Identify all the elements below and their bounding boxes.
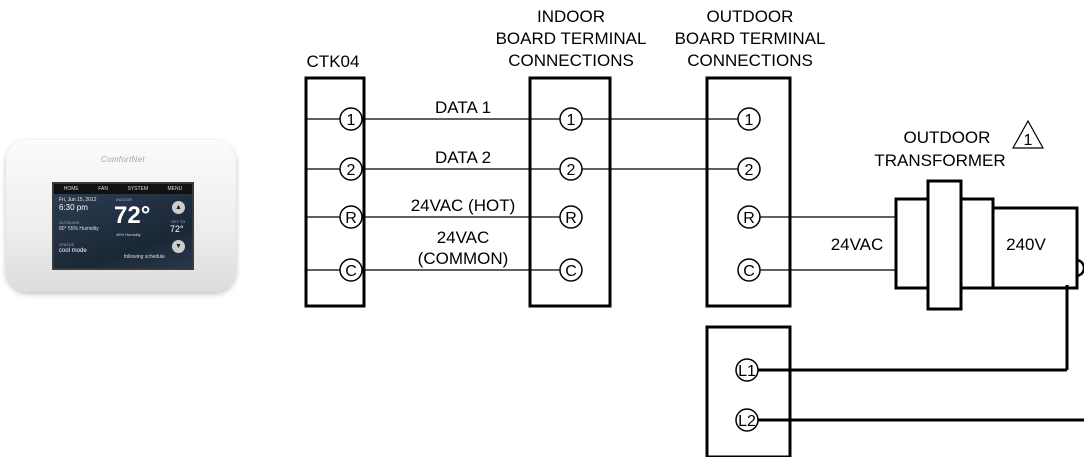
outdoor-terminal-2: 2: [737, 157, 761, 181]
ctk04-terminal-1: 1: [339, 107, 363, 131]
data2-label: DATA 2: [435, 148, 491, 167]
outdoor-title-line3: CONNECTIONS: [687, 51, 813, 70]
transformer-title-line1: OUTDOOR: [904, 128, 991, 147]
ctk04-block: [304, 76, 366, 308]
ctk04-title: CTK04: [307, 52, 360, 71]
indoor-terminal-c: C: [559, 258, 583, 282]
tab-menu[interactable]: MENU: [167, 186, 183, 192]
svg-text:1: 1: [567, 112, 576, 129]
svg-text:C: C: [565, 263, 577, 280]
common-label-line2: (COMMON): [418, 249, 509, 268]
outdoor-title-line2: BOARD TERMINAL: [675, 29, 826, 48]
tab-fan[interactable]: FAN: [98, 186, 108, 192]
primary-voltage-label: 240V: [1006, 235, 1046, 254]
svg-text:2: 2: [745, 162, 754, 179]
svg-text:R: R: [565, 210, 577, 227]
set-to-label: SET TO: [171, 219, 186, 224]
humidity-text: 45% Humidity: [116, 232, 141, 237]
outdoor-board-block: [705, 76, 792, 308]
svg-text:L2: L2: [738, 413, 756, 430]
svg-text:2: 2: [567, 162, 576, 179]
thermostat-screen: HOME FAN SYSTEM MENU Fri, Jun 15, 2012 6…: [52, 182, 194, 270]
outdoor-transformer: [894, 179, 995, 311]
up-button[interactable]: ▲: [172, 201, 185, 214]
svg-text:C: C: [345, 263, 357, 280]
svg-text:1: 1: [745, 112, 754, 129]
outdoor-terminal-1: 1: [737, 107, 761, 131]
hot-label: 24VAC (HOT): [411, 196, 516, 215]
ctk04-terminal-2: 2: [339, 157, 363, 181]
schedule-text: following schedule: [124, 254, 165, 260]
line-voltage-block: [705, 325, 792, 457]
terminal-l1: L1: [735, 358, 759, 382]
note-triangle: 1: [1011, 119, 1045, 149]
transformer-title-line2: TRANSFORMER: [874, 151, 1005, 170]
svg-text:L1: L1: [738, 363, 756, 380]
indoor-title-line3: CONNECTIONS: [508, 51, 634, 70]
outdoor-values: 80° 55% Humidity: [59, 226, 99, 232]
svg-text:1: 1: [347, 112, 356, 129]
indoor-terminal-r: R: [559, 205, 583, 229]
time-text: 6:30 pm: [59, 203, 88, 212]
indoor-terminal-1: 1: [559, 107, 583, 131]
svg-text:R: R: [743, 210, 755, 227]
indoor-title-line1: INDOOR: [537, 7, 605, 26]
screen-tab-bar: HOME FAN SYSTEM MENU: [54, 184, 192, 194]
note-number: 1: [1024, 132, 1033, 149]
secondary-voltage-label: 24VAC: [831, 235, 884, 254]
temperature-readout: 72°: [114, 202, 151, 229]
svg-text:C: C: [743, 263, 755, 280]
tab-home[interactable]: HOME: [63, 186, 79, 192]
status-label: STATUS: [59, 242, 75, 247]
terminal-l2: L2: [735, 408, 759, 432]
svg-text:2: 2: [347, 162, 356, 179]
mode-text: cool mode: [59, 248, 87, 254]
down-button[interactable]: ▼: [172, 240, 185, 253]
primary-voltage-box: [991, 206, 1079, 290]
ctk04-terminal-r: R: [339, 205, 363, 229]
indoor-board-block: [528, 76, 612, 308]
brand-logo: ComfortNet: [101, 155, 145, 164]
date-text: Fri, Jun 15, 2012: [59, 197, 97, 203]
outdoor-title-line1: OUTDOOR: [707, 7, 794, 26]
svg-text:R: R: [345, 210, 357, 227]
indoor-terminal-2: 2: [559, 157, 583, 181]
data1-label: DATA 1: [435, 98, 491, 117]
outdoor-terminal-c: C: [737, 258, 761, 282]
indoor-title-line2: BOARD TERMINAL: [496, 29, 647, 48]
tab-system[interactable]: SYSTEM: [127, 186, 148, 192]
ctk04-terminal-c: C: [339, 258, 363, 282]
outdoor-terminal-r: R: [737, 205, 761, 229]
set-to-value: 72°: [170, 224, 184, 234]
outdoor-label: OUTDOOR: [59, 220, 80, 225]
thermostat-illustration: ComfortNet HOME FAN SYSTEM MENU Fri, Jun…: [6, 140, 236, 292]
indoor-label: INDOOR: [116, 197, 132, 202]
common-label-line1: 24VAC: [437, 228, 490, 247]
